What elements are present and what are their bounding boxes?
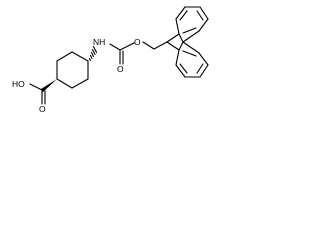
stereo-wedge-hashed [88, 45, 98, 62]
ester-oxygen-label: O [134, 37, 141, 47]
fluorenyl-group [166, 6, 209, 78]
carbamate-linker: NH O O [88, 37, 168, 74]
acid-carbonyl-oxygen-label: O [39, 104, 46, 114]
chemical-structure-diagram: HO O NH O O [12, 6, 209, 114]
stereo-wedge-bold [41, 79, 57, 92]
amide-nh-label: NH [93, 37, 105, 47]
carboxylic-acid-group: HO O [12, 79, 57, 114]
carbonyl-oxygen-label: O [117, 64, 124, 74]
cyclohexane-ring [56, 51, 89, 89]
hydroxyl-label: HO [12, 79, 25, 89]
lower-benzene-ring [175, 41, 209, 78]
upper-benzene-ring [175, 6, 209, 43]
